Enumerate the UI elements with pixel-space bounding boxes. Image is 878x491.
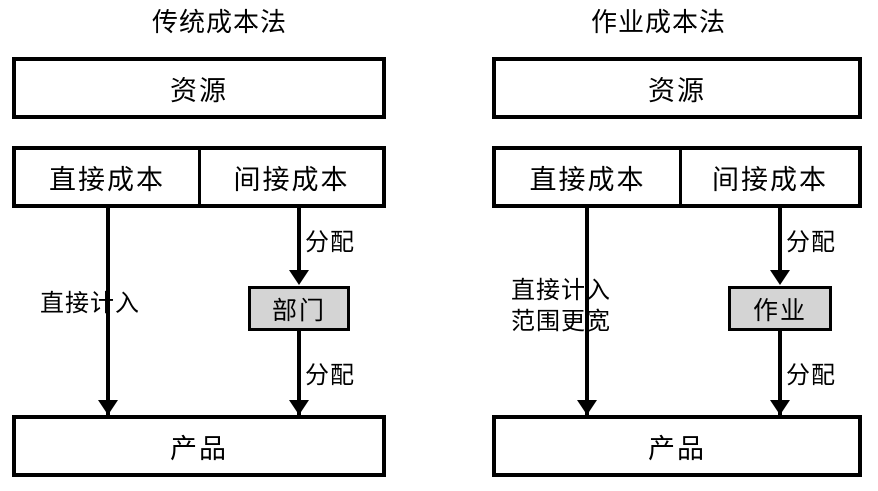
arrow-head-direct-cost-to-product-activity-based — [577, 400, 597, 415]
node-indirect-cost-traditional: 间接成本 — [233, 164, 350, 196]
node-cost-row-activity-based: 直接成本 间接成本 — [492, 146, 862, 208]
edge-label-allocate-to-product-traditional: 分配 — [305, 361, 355, 389]
arrow-head-pool-to-product-traditional — [289, 400, 309, 415]
arrow-head-indirect-cost-to-pool-traditional — [289, 270, 309, 285]
arrow-head-indirect-cost-to-pool-activity-based — [770, 270, 790, 285]
edge-label-allocate-to-pool-traditional: 分配 — [305, 228, 355, 256]
panel-title-traditional: 传统成本法 — [151, 8, 287, 38]
edge-label-allocate-to-product-activity-based: 分配 — [786, 361, 836, 389]
arrow-head-pool-to-product-activity-based — [770, 400, 790, 415]
arrow-indirect-cost-to-pool-activity-based — [778, 208, 782, 272]
arrow-pool-to-product-traditional — [297, 331, 301, 415]
edge-label-direct-charge-line2: 范围更宽 — [511, 307, 611, 335]
arrow-indirect-cost-to-pool-traditional — [297, 208, 301, 272]
edge-label-direct-charge-traditional: 直接计入 — [40, 289, 140, 317]
node-direct-cost-traditional: 直接成本 — [16, 150, 201, 204]
node-direct-cost-activity-based: 直接成本 — [496, 150, 682, 204]
node-resource-activity-based: 资源 — [492, 57, 862, 119]
panel-title-activity-based: 作业成本法 — [590, 8, 726, 38]
node-resource-traditional: 资源 — [12, 57, 386, 119]
panel-traditional-costing: 传统成本法 资源 直接成本 间接成本 直接计入 分配 部门 分配 产品 — [12, 8, 386, 477]
node-indirect-cost-activity-based: 间接成本 — [712, 164, 828, 196]
arrow-direct-cost-to-product-traditional — [106, 208, 110, 415]
edge-label-direct-charge-activity-based: 直接计入 范围更宽 — [511, 275, 611, 337]
arrow-head-direct-cost-to-product-traditional — [98, 400, 118, 415]
node-activity-pool-activity-based: 作业 — [728, 286, 832, 331]
node-product-activity-based: 产品 — [492, 415, 862, 477]
arrow-pool-to-product-activity-based — [778, 331, 782, 415]
panel-activity-based-costing: 作业成本法 资源 直接成本 间接成本 直接计入 范围更宽 分配 作业 分配 产品 — [439, 0, 878, 491]
node-department-pool-traditional: 部门 — [248, 286, 350, 331]
node-product-traditional: 产品 — [12, 415, 386, 477]
node-cost-row-traditional: 直接成本 间接成本 — [12, 146, 386, 208]
edge-label-allocate-to-pool-activity-based: 分配 — [786, 228, 836, 256]
arrow-direct-cost-to-product-activity-based — [585, 208, 589, 415]
edge-label-direct-charge-line1: 直接计入 — [511, 276, 611, 304]
